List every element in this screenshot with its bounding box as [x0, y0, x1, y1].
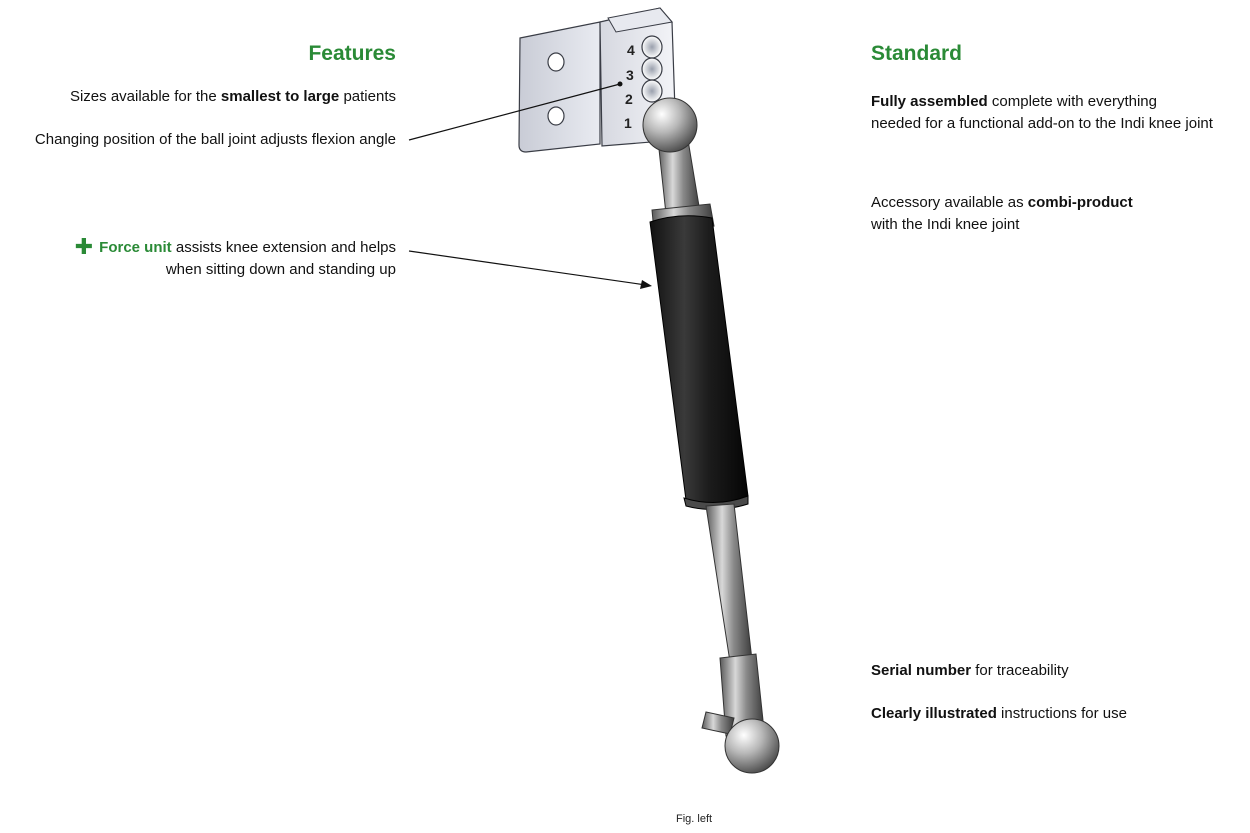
serial-rest: for traceability	[971, 662, 1069, 679]
bracket-plate	[518, 21, 601, 153]
features-item-sizes: Sizes available for the smallest to larg…	[0, 86, 396, 108]
features-heading: Features	[308, 42, 396, 65]
instructions-rest: instructions for use	[996, 705, 1127, 722]
instructions-bold: Clearly illustrated	[871, 705, 997, 722]
leader-line-ball-joint	[408, 83, 621, 141]
hole-number-2: 2	[625, 91, 633, 107]
assembled-bold: Fully assembled	[871, 93, 988, 110]
standard-item-assembled: Fully assembled complete with everything…	[871, 91, 1250, 135]
leader-line-force-unit	[408, 250, 647, 286]
features-item-sizes-post: patients	[339, 88, 396, 105]
serial-bold: Serial number	[871, 662, 972, 679]
combi-line2: with the Indi knee joint	[871, 216, 1020, 233]
features-item-sizes-bold: smallest to large	[220, 88, 340, 105]
cylinder-body	[649, 215, 749, 504]
combi-bold: combi-product	[1027, 194, 1133, 211]
lower-ball-joint	[724, 718, 780, 774]
standard-heading: Standard	[871, 42, 963, 65]
standard-item-serial: Serial number for traceability	[871, 660, 1250, 682]
figure-caption: Fig. left	[676, 813, 713, 825]
features-item-flexion: Changing position of the ball joint adju…	[34, 131, 396, 148]
assembled-line2: needed for a functional add-on to the In…	[871, 115, 1213, 132]
plus-icon: ✚	[74, 234, 94, 259]
leader-lines	[408, 81, 652, 289]
combi-line1: Accessory available as	[871, 194, 1028, 211]
assembled-line1: complete with everything	[987, 93, 1157, 110]
standard-item-instructions: Clearly illustrated instructions for use	[871, 703, 1250, 725]
upper-ball-joint	[642, 97, 698, 153]
force-unit-line2: when sitting down and standing up	[165, 261, 396, 278]
hole-number-3: 3	[626, 67, 634, 83]
features-item-sizes-pre: Sizes available for the	[69, 88, 221, 105]
piston-rod	[705, 503, 753, 663]
force-unit-label: Force unit	[99, 239, 172, 256]
hole-number-4: 4	[627, 42, 635, 58]
standard-item-combi: Accessory available as combi-product wit…	[871, 192, 1250, 236]
force-unit-line1: assists knee extension and helps	[171, 239, 396, 256]
features-item-force-unit: ✚ Force unit assists knee extension and h…	[0, 236, 396, 281]
hole-number-1: 1	[624, 115, 632, 131]
